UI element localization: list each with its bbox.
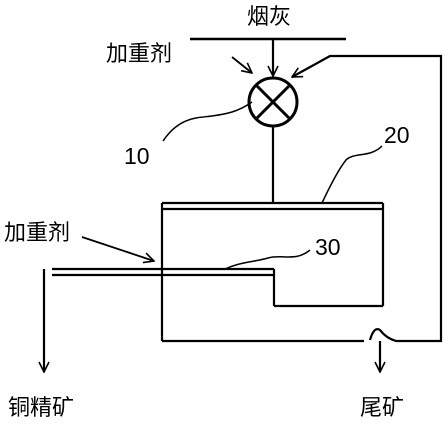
weighting-agent-arrow-left [81,236,154,261]
launder-30 [52,267,383,308]
leader-10 [162,101,253,142]
weighting-agent-label-top: 加重剂 [106,42,173,67]
smoke-ash-label: 烟灰 [247,5,292,30]
mixer-valve [247,76,299,128]
leader-20 [321,145,383,204]
flotation-tank [160,201,385,343]
weighting-agent-label-left: 加重剂 [4,221,71,246]
tailings-label: 尾矿 [360,396,405,421]
ref-30-label: 30 [315,234,341,260]
weighting-agent-arrow-top [231,56,252,73]
leader-30 [224,249,311,270]
ref-20-label: 20 [384,122,410,148]
copper-concentrate-label: 铜精矿 [8,396,75,421]
ref-10-label: 10 [124,143,150,169]
recycle-loop [292,54,443,343]
